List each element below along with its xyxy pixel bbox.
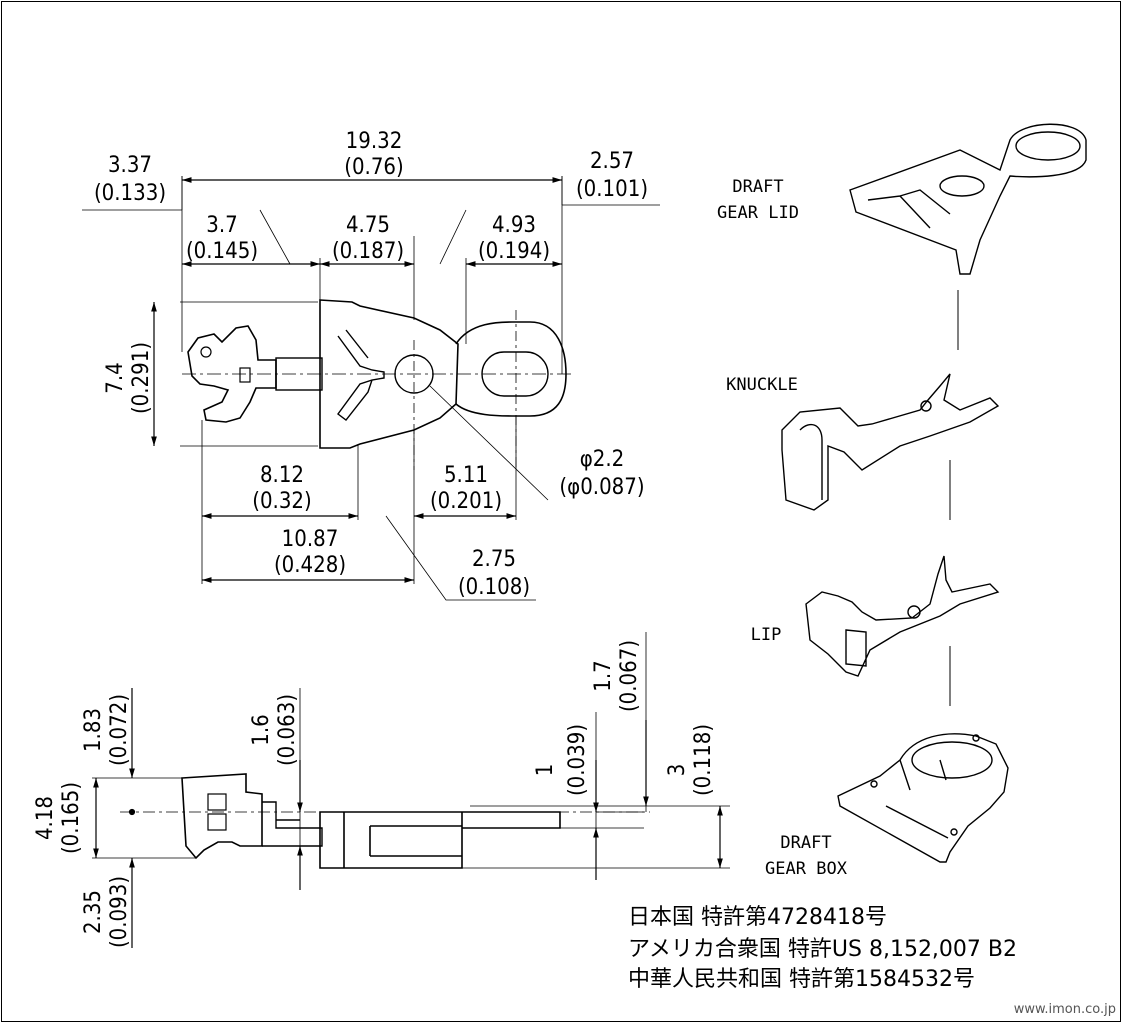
dim-upper-h: 1.83	[81, 708, 106, 752]
exploded-view	[781, 123, 1087, 863]
dim-upper-h-in: (0.072)	[107, 694, 132, 766]
label-lip: LIP	[751, 625, 782, 645]
dim-right-ext: 2.57	[590, 149, 634, 174]
dim-pivot-hole-in: (0.201)	[430, 489, 502, 514]
dim-tab-h: 1.7	[591, 660, 616, 691]
dim-width-in: (0.291)	[129, 342, 154, 414]
dim-loop-th: 1	[533, 764, 558, 777]
shank-side	[262, 801, 323, 847]
dim-knuckle-len-in: (0.145)	[186, 239, 258, 264]
dim-loop-len: 4.93	[492, 213, 536, 238]
dim-head-h: 4.18	[33, 796, 58, 840]
dim-offset-in: (0.108)	[458, 575, 530, 600]
dim-width: 7.4	[103, 362, 128, 393]
dim-shank-h: 1.6	[249, 714, 274, 745]
dim-shank-h-in: (0.063)	[275, 694, 300, 766]
knuckle-head-top	[187, 325, 277, 423]
dim-pivot-hole: 5.11	[444, 463, 488, 488]
dim-box-end-in: (0.428)	[274, 553, 346, 578]
centering-spring	[337, 329, 385, 421]
box-side	[319, 811, 561, 869]
patent-japan: 日本国 特許第4728418号	[628, 905, 887, 930]
dim-overall-length: 19.32	[346, 129, 403, 154]
dim-total-h: 3	[665, 764, 690, 777]
dim-to-pivot-in: (0.32)	[252, 489, 312, 514]
dim-lower-h-in: (0.093)	[107, 876, 132, 948]
dim-head-h-in: (0.165)	[59, 782, 84, 854]
knuckle-slot	[239, 367, 251, 383]
dim-box-len: 4.75	[346, 213, 390, 238]
dim-knuckle-len: 3.7	[206, 213, 237, 238]
label-draft-gear-box-2: GEAR BOX	[765, 859, 848, 879]
dim-right-ext-in: (0.101)	[576, 177, 648, 202]
patent-usa: アメリカ合衆国 特許US 8,152,007 B2	[628, 937, 1018, 962]
dim-to-pivot: 8.12	[260, 463, 304, 488]
dim-box-end: 10.87	[282, 527, 339, 552]
loop-outline	[455, 321, 567, 417]
label-draft-gear-lid-2: GEAR LID	[717, 203, 799, 223]
top-view	[82, 176, 660, 601]
label-knuckle: KNUCKLE	[726, 375, 798, 395]
dim-lower-h: 2.35	[81, 890, 106, 934]
knuckle-side	[181, 773, 263, 860]
knuckle-part-shape	[781, 373, 1000, 511]
side-view	[92, 632, 730, 948]
knuckle-pin	[200, 346, 212, 358]
dim-loop-len-in: (0.194)	[478, 239, 550, 264]
label-draft-gear-lid-1: DRAFT	[732, 177, 783, 197]
dim-overall-length-in: (0.76)	[344, 155, 404, 180]
draft-gear-lid-shape	[849, 123, 1087, 275]
dim-offset: 2.75	[472, 547, 516, 572]
label-draft-gear-box-1: DRAFT	[780, 833, 831, 853]
dim-hole-dia-in: (φ0.087)	[559, 475, 644, 500]
dim-left-ext-in: (0.133)	[94, 181, 166, 206]
dim-tab-h-in: (0.067)	[617, 640, 642, 712]
dim-total-h-in: (0.118)	[691, 724, 716, 796]
patent-china: 中華人民共和国 特許第1584532号	[628, 967, 975, 992]
watermark: www.imon.co.jp	[1013, 1002, 1116, 1017]
lip-part-shape	[805, 555, 1000, 677]
draft-gear-box-shape	[837, 733, 1009, 863]
dim-box-len-in: (0.187)	[332, 239, 404, 264]
dim-hole-dia: φ2.2	[580, 447, 625, 472]
dim-left-ext: 3.37	[108, 153, 152, 178]
dim-loop-th-in: (0.039)	[565, 724, 590, 796]
